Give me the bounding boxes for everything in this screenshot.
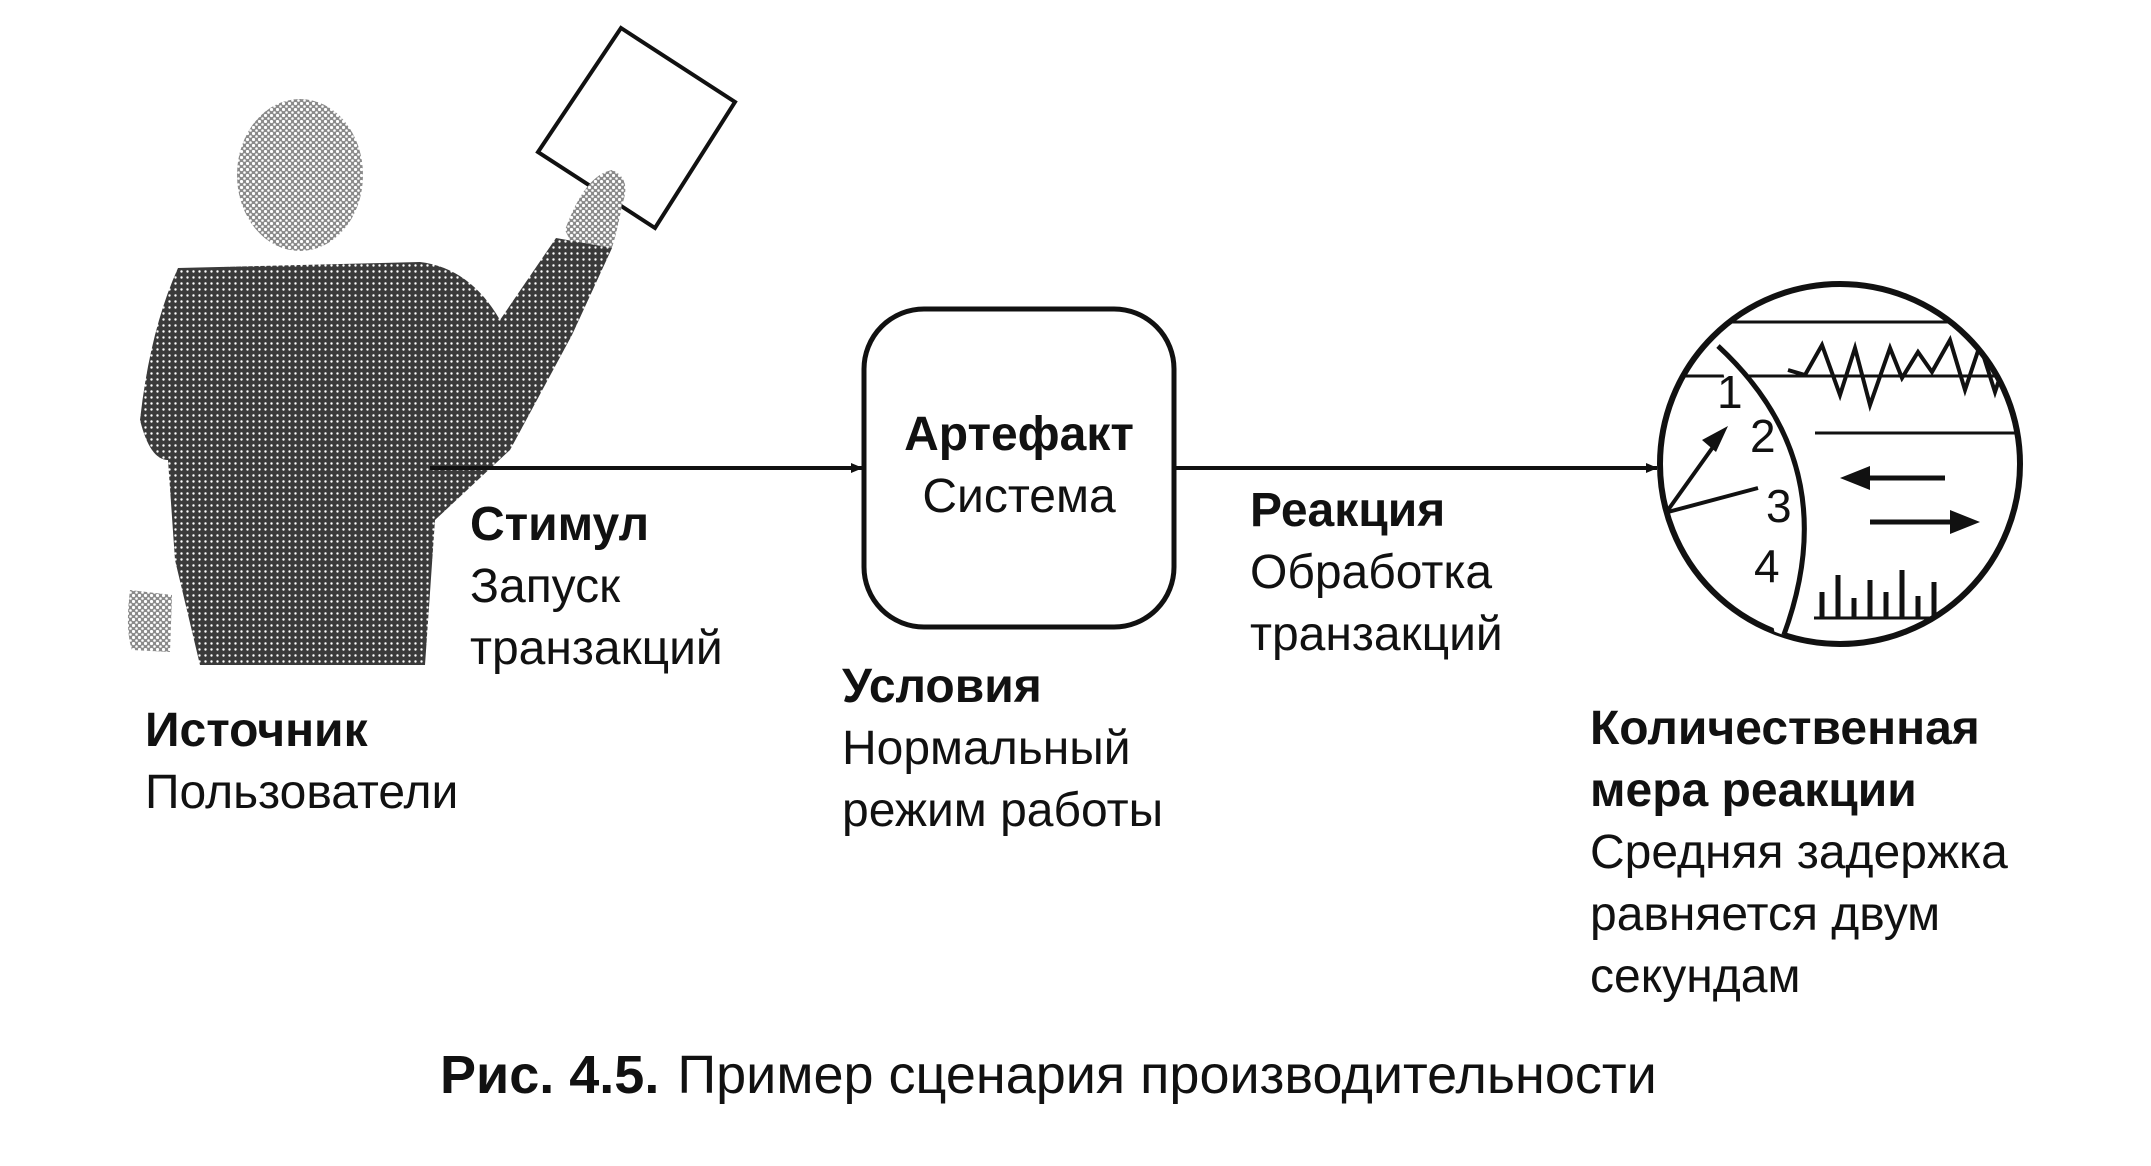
environment-label: Условия Нормальный режим работы — [842, 656, 1163, 842]
artifact-text: Система — [922, 470, 1116, 523]
artifact-title: Артефакт — [904, 408, 1134, 461]
artifact-box — [861, 306, 1177, 630]
artifact-label: Артефакт Система — [884, 404, 1154, 528]
stimulus-label: Стимул Запуск транзакций — [470, 494, 723, 680]
stimulus-line-2: транзакций — [470, 622, 723, 675]
stimulus-title: Стимул — [470, 498, 650, 551]
environment-title: Условия — [842, 660, 1042, 713]
environment-line-2: режим работы — [842, 784, 1164, 837]
response-measure-line-3: секундам — [1590, 950, 1801, 1003]
source-text: Пользователи — [145, 766, 459, 819]
response-measure-line-1: Средняя задержка — [1590, 826, 2008, 879]
stimulus-line-1: Запуск — [470, 560, 621, 613]
paper-sheet — [535, 25, 738, 231]
gauge-number-2: 2 — [1750, 410, 1776, 462]
person-lower-hand — [127, 590, 172, 652]
source-title: Источник — [145, 704, 368, 757]
figure-caption: Рис. 4.5. Пример сценария производительно… — [440, 1040, 1657, 1110]
response-line-1: Обработка — [1250, 546, 1493, 599]
gauge-chart-icon: 1 2 3 4 — [1657, 281, 2023, 647]
response-title: Реакция — [1250, 484, 1446, 537]
response-measure-title-2: мера реакции — [1590, 764, 1917, 817]
person-head — [237, 99, 363, 251]
gauge-number-4: 4 — [1754, 540, 1780, 592]
response-label: Реакция Обработка транзакций — [1250, 480, 1503, 666]
source-label: Источник Пользователи — [145, 700, 458, 824]
response-measure-label: Количественная мера реакции Средняя заде… — [1590, 698, 2008, 1008]
person-hand — [565, 170, 626, 250]
person-holding-paper-icon — [127, 25, 738, 665]
response-line-2: транзакций — [1250, 608, 1503, 661]
gauge-number-1: 1 — [1717, 366, 1743, 418]
caption-text: Пример сценария производительности — [677, 1045, 1657, 1105]
environment-line-1: Нормальный — [842, 722, 1131, 775]
response-measure-line-2: равняется двум — [1590, 888, 1941, 941]
person-body — [140, 238, 612, 665]
caption-label: Рис. 4.5. — [440, 1045, 660, 1105]
gauge-number-3: 3 — [1766, 480, 1792, 532]
response-measure-title-1: Количественная — [1590, 702, 1980, 755]
